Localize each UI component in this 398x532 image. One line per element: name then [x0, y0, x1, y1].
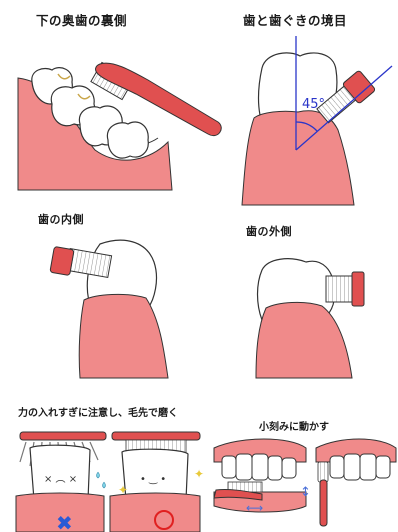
vertical-arrow-icon: ↕ — [300, 485, 311, 500]
brush-head — [342, 70, 376, 104]
brush-horizontal-handle — [213, 489, 263, 501]
gumline-illustration: 45° — [241, 36, 393, 206]
gumline-title: 歯と歯ぐきの境目 — [243, 13, 348, 28]
angle-label: 45° — [302, 97, 325, 112]
gum-wrong — [15, 492, 105, 532]
motion-illustration: ⟷ ↕ — [213, 438, 397, 527]
lower-back-title: 下の奥歯の裏側 — [36, 13, 128, 28]
circle-icon — [154, 510, 174, 530]
brush-handle-right — [111, 431, 201, 441]
molar-teeth — [31, 67, 149, 159]
toothbrush-handle — [95, 62, 222, 136]
motion-tip-caption: 小刻みに動かす — [259, 422, 329, 433]
brush-handle-wrong — [19, 431, 107, 441]
inner-title: 歯の内側 — [38, 213, 84, 226]
gum-right — [109, 492, 201, 532]
pressure-tip-caption: 力の入れすぎに注意し、毛先で磨く — [18, 408, 178, 419]
sparkle-icon: ✦ — [118, 483, 128, 497]
front-teeth — [221, 453, 297, 481]
angle-arc — [295, 121, 318, 132]
inner-illustration — [49, 239, 169, 379]
svg-text:× ︵ ×: × ︵ × — [44, 474, 77, 485]
horizontal-arrow-icon: ⟷ — [246, 501, 263, 515]
gum — [255, 301, 353, 379]
brush-head — [351, 271, 365, 307]
tooth-wrong — [29, 444, 91, 501]
front-teeth-2 — [329, 453, 391, 481]
sweat-drops — [96, 471, 106, 489]
brush-vertical-handle — [319, 479, 328, 527]
cross-icon: ✖ — [56, 511, 73, 532]
tooth-right — [121, 448, 189, 501]
angled-guide-line — [295, 65, 393, 151]
pressure-illustration: × ︵ × ✖ • ‿ • ✦ ✦ — [15, 431, 204, 532]
gum — [78, 293, 169, 379]
brush-vertical-head — [317, 461, 329, 483]
brush-head — [49, 246, 75, 276]
sparkle-icon: ✦ — [194, 467, 204, 481]
outer-illustration — [255, 258, 365, 379]
svg-text:• ‿ •: • ‿ • — [140, 474, 166, 485]
outer-title: 歯の外側 — [246, 225, 292, 238]
lower-back-illustration — [17, 61, 222, 191]
gum — [241, 110, 355, 206]
